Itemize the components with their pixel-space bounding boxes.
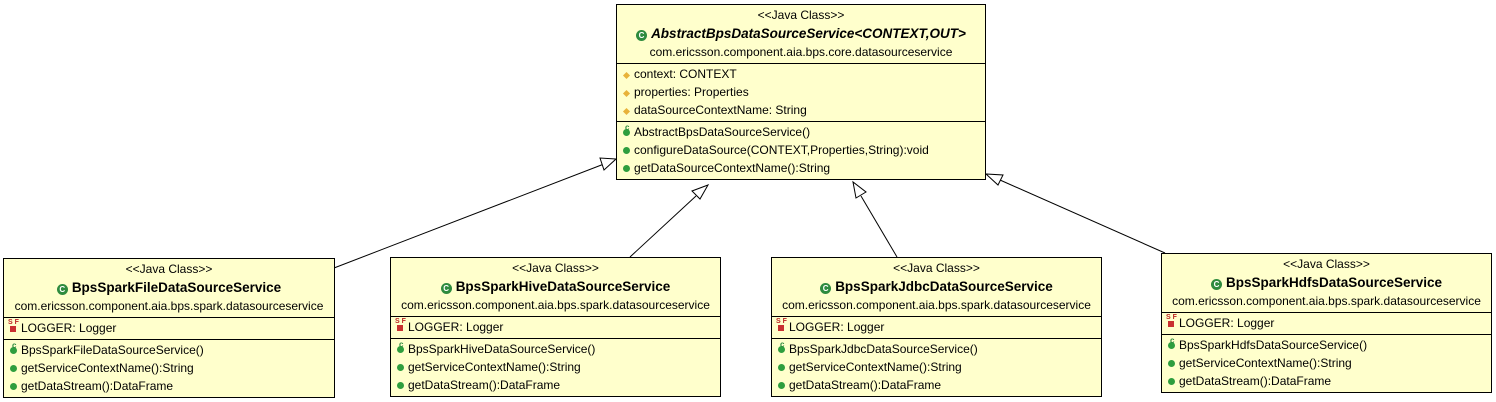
class-icon: C xyxy=(820,283,832,294)
protected-field-icon xyxy=(621,83,631,101)
attribute-row: dataSourceContextName: String xyxy=(621,101,981,119)
private-static-final-field-icon: S F xyxy=(1166,314,1177,332)
inheritance-arrowhead-hdfs xyxy=(984,173,1004,186)
inheritance-arrowhead-jdbc xyxy=(852,180,867,199)
public-method-icon xyxy=(395,376,405,394)
private-static-final-field-icon: S F xyxy=(8,319,19,337)
operation-row: getDataStream():DataFrame xyxy=(8,377,330,395)
constructor-icon: c xyxy=(8,341,18,359)
attributes-section: context: CONTEXT properties: Properties … xyxy=(617,64,985,121)
constructor-icon: c xyxy=(1166,336,1176,354)
stereotype-label: <<Java Class>> xyxy=(893,261,980,275)
operation-row: getDataStream():DataFrame xyxy=(776,376,1097,394)
public-method-icon xyxy=(1166,372,1176,390)
public-method-icon xyxy=(8,377,18,395)
stereotype-label: <<Java Class>> xyxy=(125,262,213,276)
protected-field-icon xyxy=(621,101,631,119)
constructor-icon: c xyxy=(621,123,631,141)
inheritance-arrowhead-hive xyxy=(691,184,710,200)
attribute-row: properties: Properties xyxy=(621,83,981,101)
stereotype-label: <<Java Class>> xyxy=(512,261,599,275)
private-static-final-field-icon: S F xyxy=(395,318,406,336)
protected-field-icon xyxy=(621,65,631,83)
public-method-icon xyxy=(776,376,786,394)
constructor-icon: c xyxy=(776,340,786,358)
private-static-final-field-icon: S F xyxy=(776,318,787,336)
stereotype-label: <<Java Class>> xyxy=(1283,257,1370,271)
public-method-icon xyxy=(776,358,786,376)
abstract-class-icon: C xyxy=(636,30,648,41)
public-method-icon xyxy=(621,159,631,177)
class-name-text: AbstractBpsDataSourceService<CONTEXT,OUT… xyxy=(651,26,966,41)
generalization-jdbc xyxy=(860,195,898,258)
stereotype-label: <<Java Class>> xyxy=(757,8,845,22)
public-method-icon xyxy=(395,358,405,376)
package-name: com.ericsson.component.aia.bps.spark.dat… xyxy=(782,298,1091,312)
operation-row: getDataStream():DataFrame xyxy=(1166,372,1487,390)
operation-row: getDataStream():DataFrame xyxy=(395,376,716,394)
inheritance-arrowhead-file xyxy=(599,157,618,171)
generalization-file xyxy=(333,163,605,269)
package-name: com.ericsson.component.aia.bps.spark.dat… xyxy=(1172,294,1481,308)
operation-row: getDataSourceContextName():String xyxy=(621,159,981,177)
class-icon: C xyxy=(1210,279,1222,290)
class-icon: C xyxy=(440,283,452,294)
attribute-row: context: CONTEXT xyxy=(621,65,981,83)
public-method-icon xyxy=(1166,354,1176,372)
class-icon: C xyxy=(56,284,68,295)
generalization-hive xyxy=(629,195,697,258)
package-name: com.ericsson.component.aia.bps.spark.dat… xyxy=(14,299,324,313)
package-name: com.ericsson.component.aia.bps.core.data… xyxy=(649,45,953,59)
operation-row: getServiceContextName():String xyxy=(776,358,1097,376)
operation-row: configureDataSource(CONTEXT,Properties,S… xyxy=(621,141,981,159)
constructor-icon: c xyxy=(395,340,405,358)
generalization-hdfs xyxy=(999,179,1166,254)
operation-row: getServiceContextName():String xyxy=(395,358,716,376)
public-method-icon xyxy=(8,359,18,377)
package-name: com.ericsson.component.aia.bps.spark.dat… xyxy=(401,298,710,312)
operation-row: getServiceContextName():String xyxy=(8,359,330,377)
public-method-icon xyxy=(621,141,631,159)
operation-row: getServiceContextName():String xyxy=(1166,354,1487,372)
